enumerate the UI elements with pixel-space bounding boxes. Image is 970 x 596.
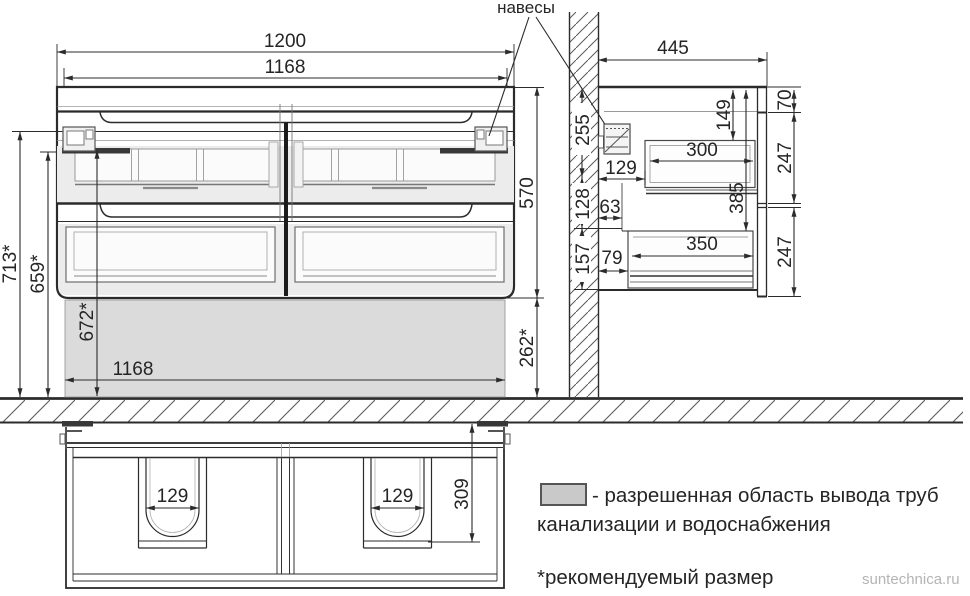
wall-edges bbox=[568, 12, 600, 397]
right-hanger-screw bbox=[476, 129, 485, 140]
side-hanger-bracket bbox=[598, 123, 631, 155]
dim-text-157: 157 bbox=[573, 243, 594, 275]
center-left-tab bbox=[268, 141, 279, 188]
dim-text-659: 659* bbox=[28, 254, 49, 294]
hangers-leader-lines bbox=[488, 16, 616, 141]
legend-line-1: - разрешенная область вывода труб bbox=[592, 484, 939, 507]
bottom-right-hanger-bar bbox=[477, 421, 508, 427]
watermark: suntechnica.ru bbox=[862, 571, 960, 588]
side-front-strip bbox=[756, 87, 768, 298]
dim-text-1168-top: 1168 bbox=[265, 57, 306, 78]
side-lower-drawer bbox=[627, 230, 754, 289]
bottom-view-outline bbox=[65, 442, 505, 589]
lower-drawer-profile bbox=[627, 230, 754, 289]
dim-text-672: 672* bbox=[77, 302, 98, 342]
front-panel-gap-lines bbox=[757, 202, 767, 209]
bottom-left-hanger-tab bbox=[59, 433, 66, 445]
side-upper-drawer bbox=[644, 139, 757, 195]
hangers-label: навесы bbox=[497, 0, 555, 17]
left-cutout-outer bbox=[137, 457, 208, 549]
dim-text-570: 570 bbox=[517, 177, 538, 209]
dim-text-1168-bottom: 1168 bbox=[113, 359, 154, 380]
dim-text-300: 300 bbox=[686, 140, 718, 161]
bottom-center-divider-stubs bbox=[281, 443, 290, 457]
left-siphon-cutout bbox=[137, 457, 208, 549]
bottom-left-hanger bbox=[59, 421, 93, 449]
dim-text-247-upper: 247 bbox=[775, 142, 796, 174]
dim-text-713: 713* bbox=[0, 244, 21, 284]
dim-text-129-side: 129 bbox=[605, 158, 637, 179]
front-left-hanger bbox=[62, 126, 130, 154]
right-hanger-plate bbox=[485, 130, 504, 146]
lower-drawer-rails-light bbox=[630, 270, 753, 283]
bottom-left-hanger-profile bbox=[65, 427, 82, 449]
right-cutout-outer bbox=[362, 457, 433, 549]
dim-text-255: 255 bbox=[573, 114, 594, 146]
dim-text-385: 385 bbox=[727, 182, 748, 214]
bottom-center-divider bbox=[276, 457, 295, 574]
dim-text-79: 79 bbox=[601, 248, 622, 269]
dim-text-70: 70 bbox=[775, 89, 796, 110]
right-siphon-cutout bbox=[362, 457, 433, 549]
dim-text-63: 63 bbox=[599, 197, 620, 218]
upper-drawer-partitions bbox=[131, 149, 404, 181]
dim-text-247-lower: 247 bbox=[775, 236, 796, 268]
center-right-tab bbox=[293, 141, 304, 188]
side-extension-lines bbox=[574, 52, 801, 297]
dim-text-129-right: 129 bbox=[382, 486, 414, 507]
bottom-right-hanger-tab bbox=[504, 433, 511, 445]
left-cutout-u-shape bbox=[145, 457, 200, 538]
right-cutout-u-inner bbox=[374, 458, 421, 533]
dim-text-128: 128 bbox=[573, 188, 594, 220]
front-right-hanger bbox=[440, 126, 508, 154]
floor-hatch bbox=[0, 400, 963, 422]
lower-right-drawer-inner bbox=[302, 231, 497, 271]
floor-section bbox=[0, 397, 963, 424]
bracket-wall-tab bbox=[598, 135, 604, 149]
dim-text-149: 149 bbox=[714, 99, 735, 131]
lower-left-drawer-box bbox=[65, 226, 276, 283]
bracket-diagonal bbox=[604, 128, 630, 153]
dim-text-350: 350 bbox=[686, 234, 718, 255]
upper-right-drawer-box bbox=[296, 148, 496, 182]
right-slide-bar bbox=[440, 148, 508, 154]
bottom-view-dimensions: 129 129 309 bbox=[145, 423, 480, 543]
side-view bbox=[598, 85, 768, 298]
upper-drawer-profile-inner bbox=[649, 145, 751, 183]
dim-128-backing bbox=[572, 183, 591, 224]
bottom-right-hanger-profile bbox=[488, 427, 505, 449]
bottom-right-hanger bbox=[477, 421, 511, 449]
upper-drawer-profile bbox=[644, 139, 756, 189]
front-panel-lines bbox=[756, 87, 768, 296]
dim-text-445: 445 bbox=[657, 38, 689, 59]
hangers-callout: навесы bbox=[488, 0, 616, 141]
bottom-left-hanger-bar bbox=[62, 421, 93, 427]
legend-line-2: канализации и водоснабжения bbox=[537, 513, 831, 536]
center-panel-lines bbox=[279, 104, 293, 221]
left-cutout-u-inner bbox=[149, 458, 196, 533]
dim-text-262: 262* bbox=[517, 328, 538, 368]
front-view bbox=[12, 85, 516, 398]
dim-255-backing bbox=[572, 103, 591, 155]
left-hanger-plate bbox=[66, 130, 85, 146]
dim-157-backing bbox=[572, 236, 591, 282]
permitted-pipe-area bbox=[64, 299, 506, 398]
bottom-view bbox=[59, 421, 511, 589]
front-panel-caps bbox=[757, 111, 767, 298]
front-view-dimensions: 1200 1168 570 262* 713* 659* 672* 1168 bbox=[0, 31, 544, 397]
legend-swatch bbox=[540, 483, 587, 506]
upper-left-drawer-box bbox=[74, 148, 274, 182]
footnote: *рекомендуемый размер bbox=[537, 566, 773, 589]
lower-left-drawer-inner bbox=[73, 231, 268, 271]
dim-text-1200: 1200 bbox=[264, 31, 306, 52]
lower-right-drawer-box bbox=[294, 226, 505, 283]
legend: - разрешенная область вывода труб канали… bbox=[537, 483, 939, 589]
side-view-dimensions: 445 255 128 157 129 63 79 149 385 300 35… bbox=[572, 38, 801, 297]
right-cutout-u-shape bbox=[370, 457, 425, 538]
dim-text-129-left: 129 bbox=[157, 486, 189, 507]
left-hanger-screw bbox=[85, 129, 94, 140]
dim-text-309: 309 bbox=[452, 478, 473, 510]
bottom-view-inner-lines bbox=[66, 447, 504, 582]
